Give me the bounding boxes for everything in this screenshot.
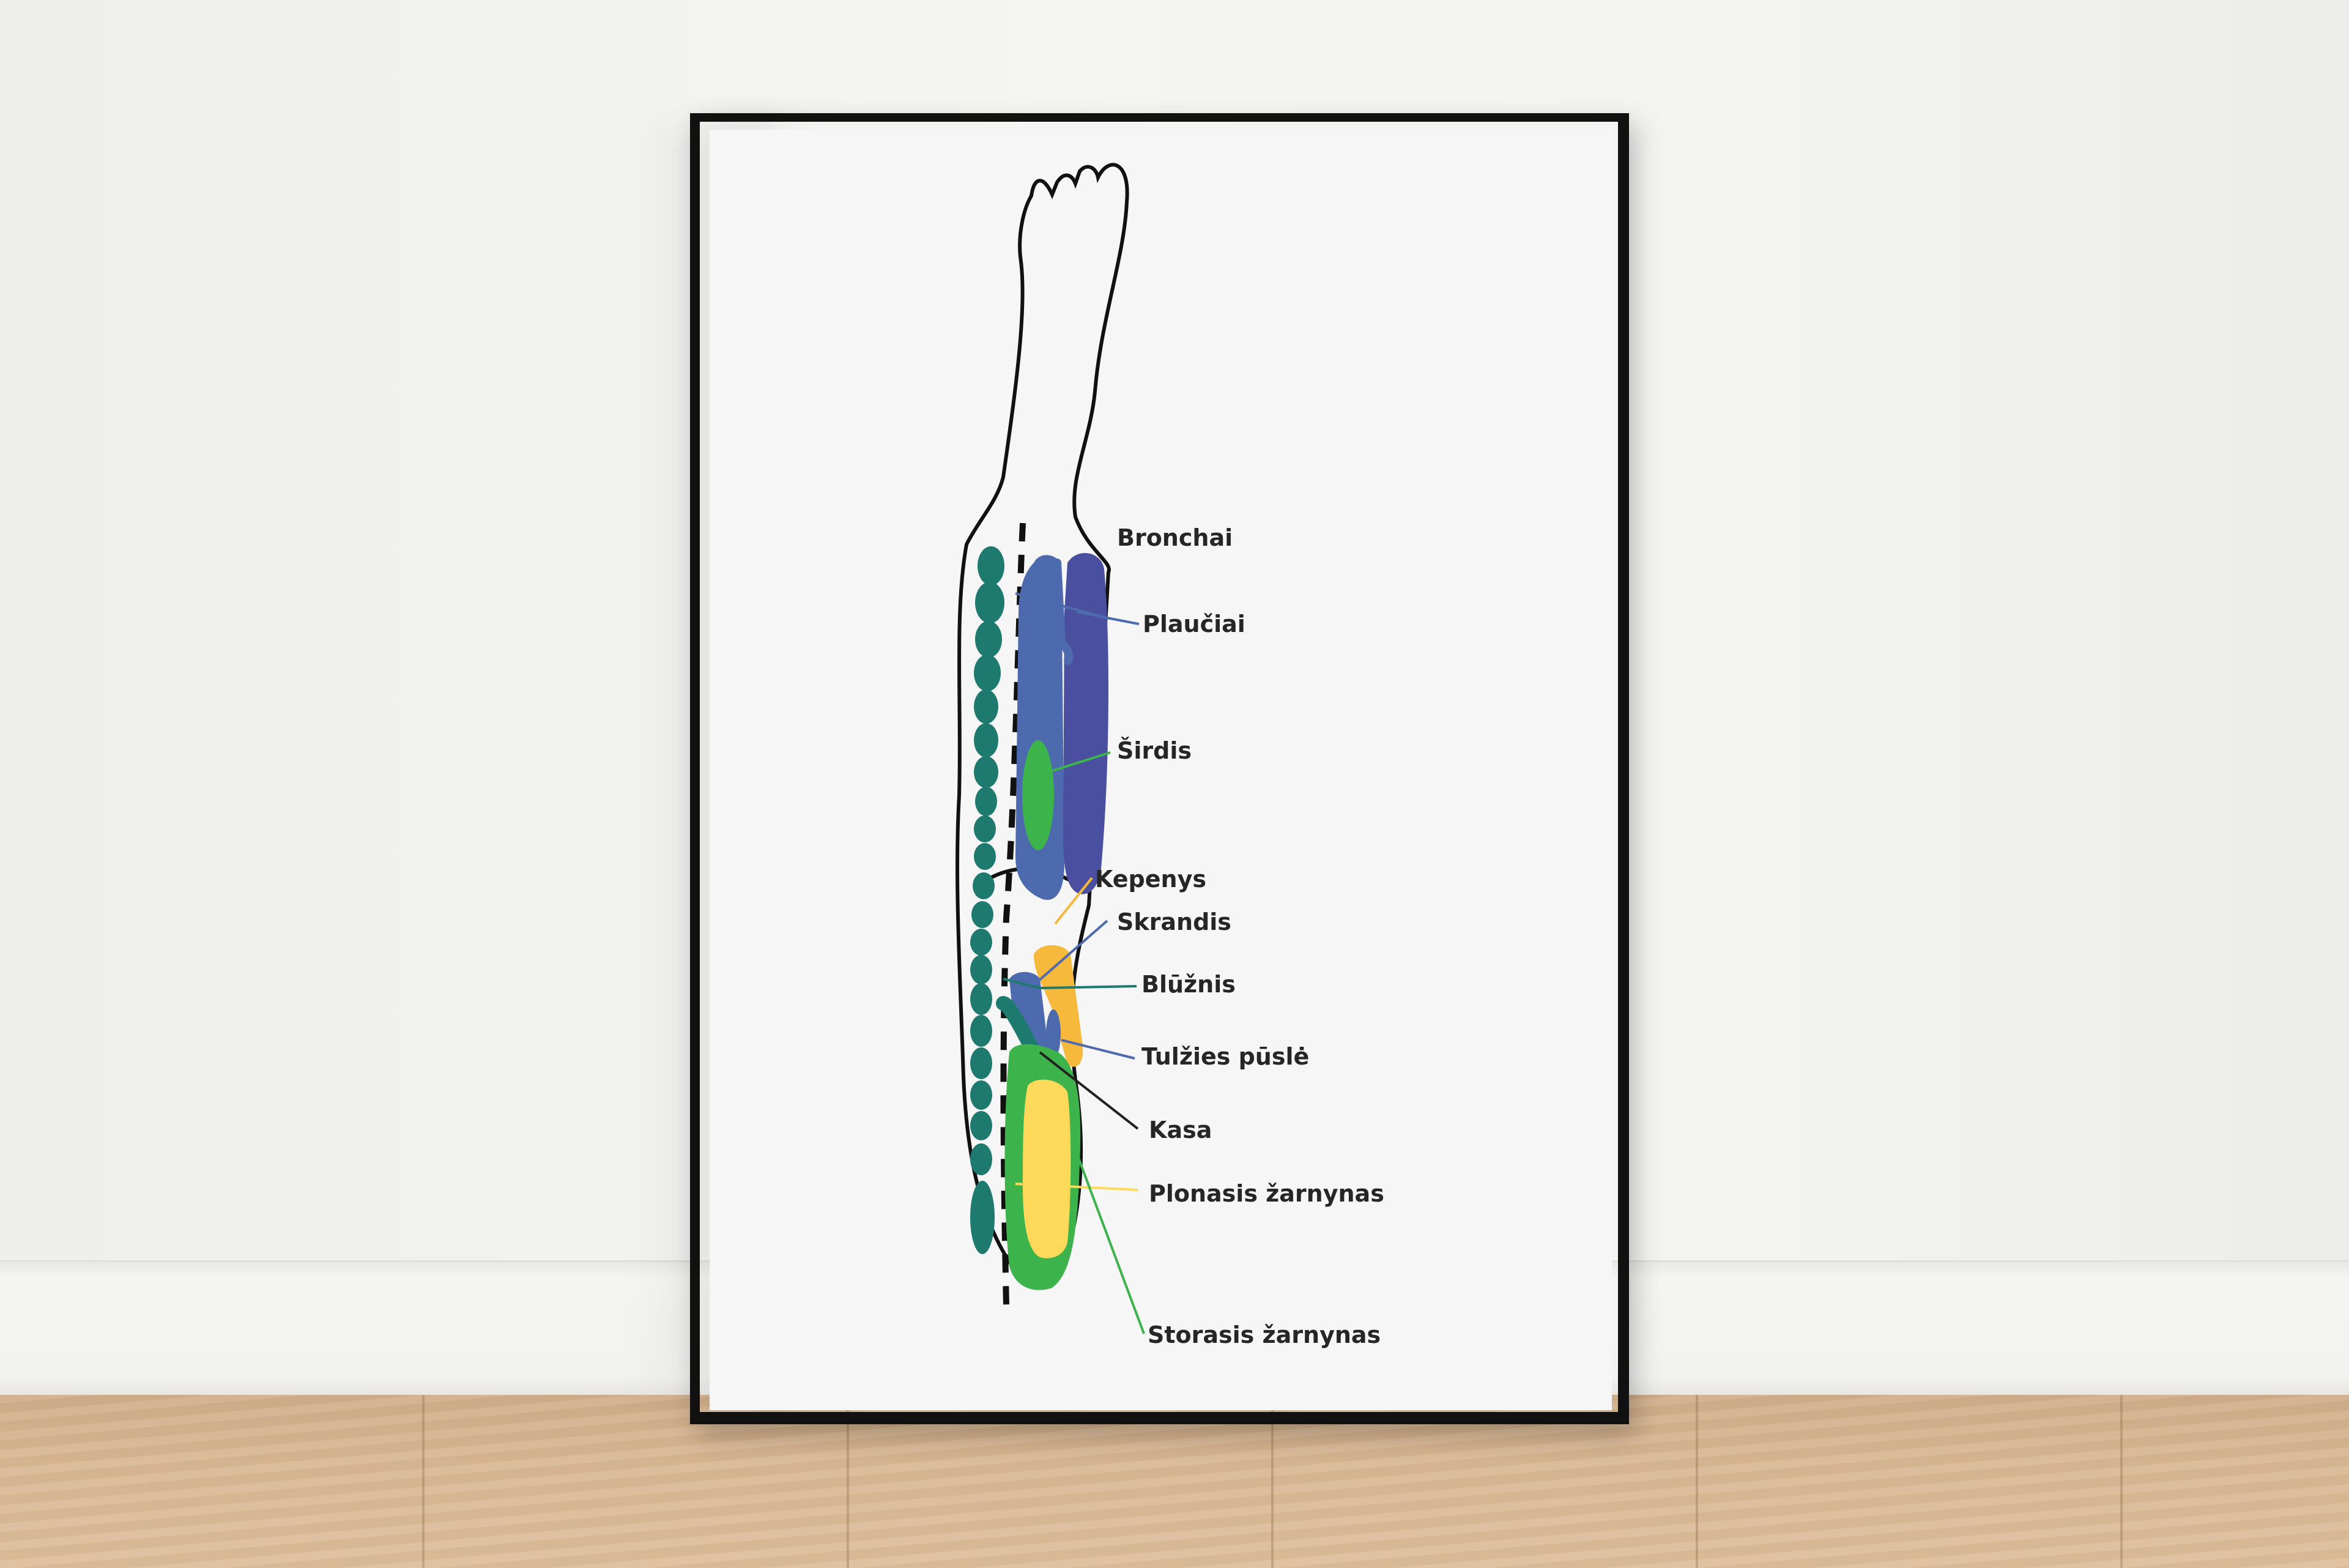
spine-vertebrae (970, 546, 1004, 1254)
stomach-shape (1009, 972, 1048, 1063)
vertebra (970, 983, 992, 1015)
vertebra (975, 787, 997, 816)
heart-shape (1022, 740, 1054, 850)
foot-outline (956, 163, 1129, 1269)
lung-right-shape (1063, 552, 1108, 894)
vertebra (970, 1080, 992, 1110)
vertebra (971, 901, 993, 928)
vertebra (970, 955, 992, 984)
vertebra (975, 582, 1004, 623)
label-liver: Kepenys (1095, 866, 1206, 893)
vertebra (974, 756, 998, 788)
vertebra (975, 621, 1002, 658)
vertebra (970, 1047, 992, 1079)
vertebra (970, 1111, 992, 1140)
vertebra (970, 1015, 992, 1047)
vertebra (970, 1181, 995, 1254)
vertebra (973, 872, 995, 899)
vertebra (974, 689, 998, 724)
vertebra (974, 723, 998, 757)
label-stomach: Skrandis (1117, 908, 1231, 935)
vertebra (978, 546, 1004, 585)
label-gallbladder: Tulžies pūslė (1141, 1043, 1309, 1070)
leader-lines (1003, 592, 1145, 1334)
small-intestine-shape (1023, 1079, 1071, 1258)
label-small-intestine: Plonasis žarnynas (1149, 1180, 1384, 1207)
gallbladder-shape (1046, 1009, 1061, 1058)
label-spleen: Blūžnis (1141, 971, 1236, 998)
wooden-floor (0, 1395, 2349, 1568)
vertebra (974, 816, 996, 842)
bronchi-shape (1050, 559, 1074, 665)
label-bronchi: Bronchai (1117, 524, 1233, 551)
vertebra (970, 929, 992, 956)
label-lungs: Plaučiai (1143, 611, 1245, 637)
vertebra (970, 1143, 992, 1175)
label-heart: Širdis (1117, 737, 1192, 764)
vertebra (974, 655, 1001, 691)
vertebra (974, 843, 996, 870)
label-pancreas: Kasa (1149, 1117, 1212, 1143)
label-large-intestine: Storasis žarnynas (1148, 1321, 1381, 1348)
poster-paper (710, 130, 1612, 1410)
